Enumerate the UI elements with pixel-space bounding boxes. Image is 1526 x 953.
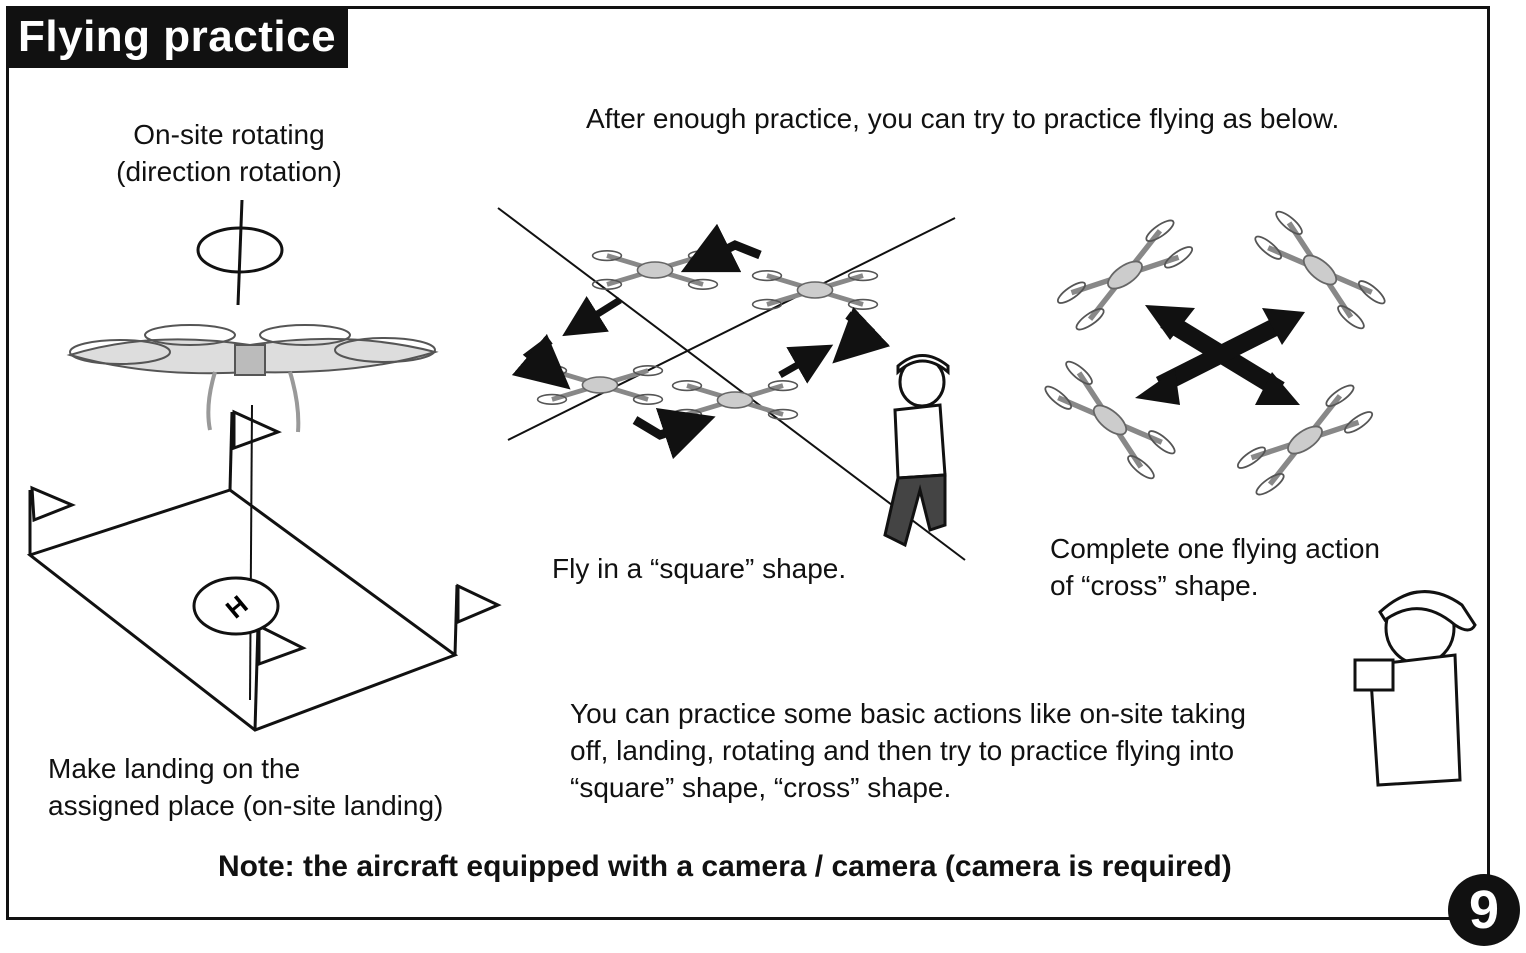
- rotating-caption: On-site rotating (direction rotation): [116, 119, 342, 187]
- cross-caption: Complete one flying action of “cross” sh…: [1050, 533, 1380, 601]
- page-title: Flying practice: [6, 6, 349, 68]
- second-pilot-person-icon: [1353, 590, 1477, 787]
- cross-flight-illustration: [1042, 208, 1387, 498]
- practice-text: You can practice some basic actions like…: [570, 698, 1246, 803]
- intro-text: After enough practice, you can try to pr…: [586, 103, 1340, 134]
- page-frame: [6, 6, 1490, 920]
- square-flight-illustration: [497, 207, 966, 561]
- square-caption: Fly in a “square” shape.: [552, 553, 847, 584]
- rotation-landing-illustration: H: [26, 199, 502, 732]
- cross-arrows-icon: [1135, 305, 1305, 405]
- landing-caption: Make landing on the assigned place (on-s…: [48, 753, 444, 821]
- camera-note: Note: the aircraft equipped with a camer…: [218, 850, 1232, 883]
- landing-pad-icon: [192, 576, 280, 636]
- drone-icon: [66, 324, 439, 433]
- pilot-person-icon: [883, 354, 950, 548]
- page-number: 9: [1448, 874, 1520, 946]
